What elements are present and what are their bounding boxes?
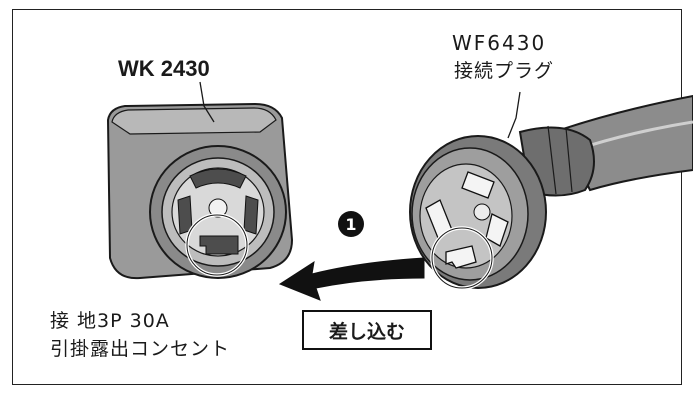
receptacle-description-line2: 引掛露出コンセント: [50, 338, 231, 360]
insert-label-box: 差し込む: [302, 310, 432, 350]
receptacle-description-line1: 接 地3P 30A: [50, 310, 170, 332]
figure-frame: [12, 9, 682, 385]
plug-illustration: [409, 91, 693, 290]
insert-arrow: [278, 257, 425, 301]
step-number-badge: 1: [338, 211, 364, 237]
receptacle-model-label: WK 2430: [118, 56, 210, 81]
plug-model-label: WF6430: [452, 31, 547, 55]
plug-description-label: 接続プラグ: [454, 60, 555, 82]
receptacle-illustration: [106, 81, 294, 280]
